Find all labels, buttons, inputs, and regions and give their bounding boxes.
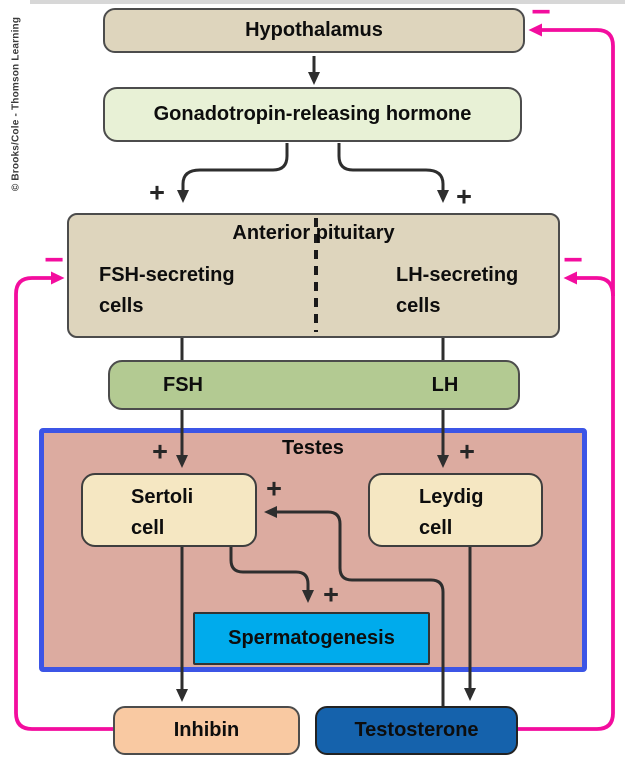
spermatogenesis-box: Spermatogenesis — [193, 612, 430, 665]
leydig-cell-box: Leydig cell — [368, 473, 543, 547]
minus-sign-fsh-cells: − — [44, 241, 64, 279]
gnrh-label: Gonadotropin-releasing hormone — [153, 103, 472, 125]
testes-label: Testes — [282, 437, 344, 459]
inhibin-label: Inhibin — [173, 719, 240, 741]
feedback-inhibin-to-fsh-cells — [14, 271, 113, 731]
plus-sign-gnrh-left: + — [149, 177, 165, 208]
sertoli-cell-box: Sertoli cell — [81, 473, 257, 547]
leydig-line1: Leydig — [419, 486, 484, 508]
arrow-testosterone-to-sertoli — [264, 506, 445, 707]
plus-sign-testosterone-sertoli: + — [266, 473, 282, 504]
testosterone-label: Testosterone — [354, 719, 479, 741]
lh-cells-line2: cells — [396, 295, 441, 317]
minus-sign-lh-cells: − — [563, 241, 583, 279]
feedback-testosterone-to-hypothalamus — [518, 23, 615, 731]
arrow-gnrh-to-fsh-cells — [177, 143, 289, 203]
sertoli-line2: cell — [131, 517, 165, 539]
fsh-cells-line2: cells — [99, 295, 144, 317]
hypothalamus-box: Hypothalamus — [103, 8, 525, 53]
spermatogenesis-label: Spermatogenesis — [228, 627, 395, 649]
arrow-gnrh-to-lh-cells — [337, 143, 449, 203]
top-gray-strip — [30, 0, 625, 4]
copyright-credit: © Brooks/Cole - Thomson Learning — [10, 16, 22, 192]
anterior-pituitary-box: Anterior pituitary FSH-secreting cells L… — [67, 213, 560, 338]
dashed-divider — [314, 218, 318, 332]
fsh-lh-box: FSH LH — [108, 360, 520, 410]
fsh-secreting-cells-label: FSH-secreting cells — [99, 260, 235, 322]
lh-label: LH — [431, 373, 459, 396]
fsh-label: FSH — [163, 373, 203, 396]
feedback-branch-to-lh-cells — [563, 271, 615, 297]
lh-cells-line1: LH-secreting — [396, 264, 519, 286]
minus-sign-hypothalamus: − — [531, 0, 551, 31]
inhibin-box: Inhibin — [113, 706, 300, 755]
leydig-line2: cell — [419, 517, 453, 539]
anterior-pituitary-title: Anterior pituitary — [232, 222, 395, 244]
hypothalamus-label: Hypothalamus — [245, 19, 383, 41]
gnrh-box: Gonadotropin-releasing hormone — [103, 87, 522, 142]
plus-sign-fsh-arrow: + — [152, 436, 168, 467]
plus-sign-lh-arrow: + — [459, 436, 475, 467]
plus-sign-gnrh-right: + — [456, 181, 472, 212]
sertoli-line1: Sertoli — [131, 486, 194, 508]
fsh-cells-line1: FSH-secreting — [99, 264, 235, 286]
arrow-sertoli-to-spermatogenesis — [229, 546, 314, 603]
testosterone-box: Testosterone — [315, 706, 518, 755]
plus-sign-spermatogenesis: + — [323, 579, 339, 610]
lh-secreting-cells-label: LH-secreting cells — [396, 260, 518, 322]
